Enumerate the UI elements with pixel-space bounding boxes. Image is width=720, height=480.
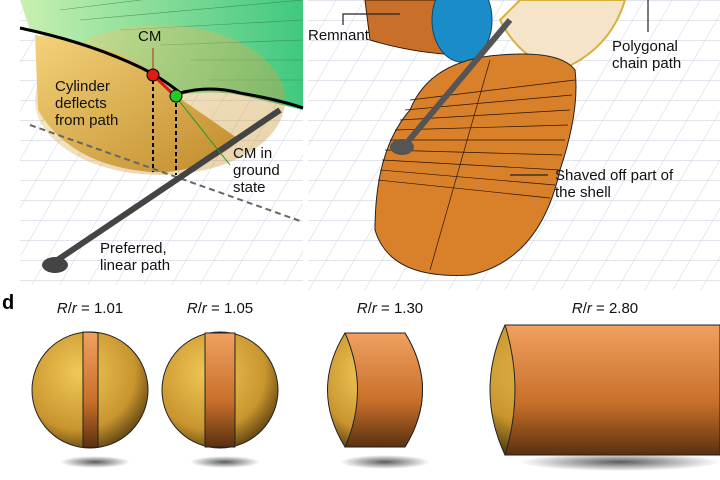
ratio-value: = 2.80	[596, 300, 639, 317]
shape-1-30	[344, 332, 423, 448]
ratio-r: r	[371, 300, 377, 317]
panel-d-label: d	[2, 292, 15, 314]
shape-2-80	[504, 324, 720, 456]
label-deflects: Cylinder deflects from path	[55, 78, 119, 129]
ratio-R: R	[356, 300, 368, 317]
label-polygonal: Polygonal chain path	[612, 38, 682, 72]
label-shaved: Shaved off part of the shell	[555, 167, 674, 201]
label-preferred-path: Preferred, linear path	[100, 240, 171, 274]
ratio-r: r	[71, 300, 77, 317]
ratio-value: = 1.01	[81, 300, 124, 317]
ratio-label: R/r = 2.80	[571, 300, 639, 317]
ratio-r: r	[586, 300, 592, 317]
panel-d-shapes	[31, 324, 720, 471]
ratio-R: R	[571, 300, 583, 317]
label-cm-ground: CM in ground state	[233, 145, 280, 196]
cm-ground-dot	[169, 89, 183, 103]
ratio-value: = 1.30	[381, 300, 424, 317]
cm-dot	[146, 68, 160, 82]
label-cm: CM	[138, 28, 162, 45]
label-remnant: Remnant	[308, 27, 369, 44]
ratio-value: = 1.05	[211, 300, 254, 317]
ratio-label: R/r = 1.05	[186, 300, 254, 317]
shell	[35, 35, 240, 173]
ratio-r: r	[201, 300, 207, 317]
panel-c-left	[19, 0, 304, 285]
panel-c-right	[308, 0, 720, 290]
ratio-R: R	[56, 300, 68, 317]
ratio-label: R/r = 1.30	[356, 300, 424, 317]
ratio-R: R	[186, 300, 198, 317]
shaved-shell	[374, 53, 577, 276]
preferred-path	[48, 107, 282, 268]
ratio-label: R/r = 1.01	[56, 300, 124, 317]
